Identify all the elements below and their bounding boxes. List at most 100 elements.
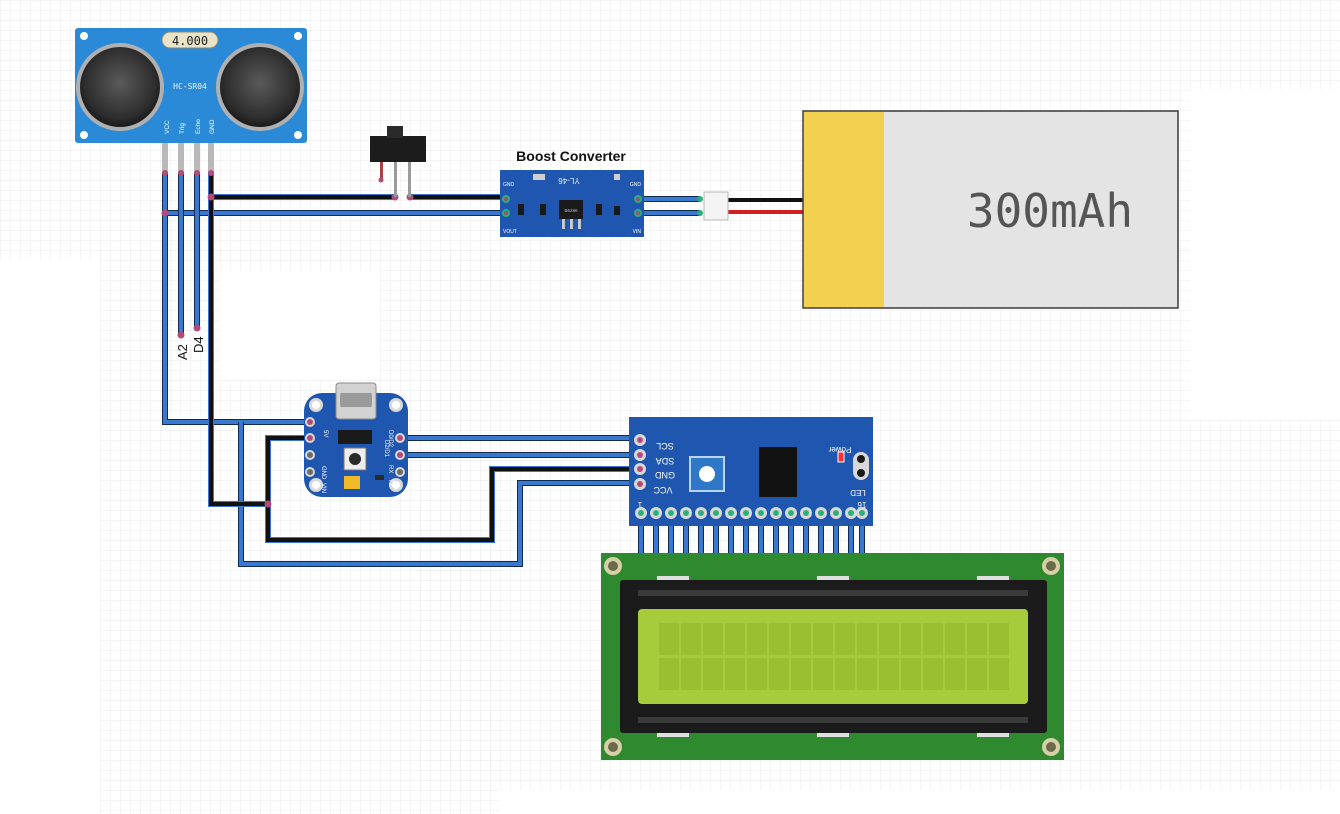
i2c-backpack[interactable]: SCL SDA GND VCC 1 16 Power LED xyxy=(629,417,873,526)
lcd-character-cell xyxy=(989,623,1009,655)
lcd-character-cell xyxy=(703,658,723,690)
lcd-character-cell xyxy=(659,658,679,690)
lcd-character-cell xyxy=(659,623,679,655)
i2c-pin-scl[interactable] xyxy=(637,437,643,443)
lcd-character-cell xyxy=(923,658,943,690)
micro-pin-label-d0: D0/D2 xyxy=(387,430,393,448)
lcd-header-pin-contact xyxy=(773,510,779,516)
ultrasonic-sensor[interactable]: 4.000 HC-SR04 VCC Trig Echo GND xyxy=(75,28,307,176)
lcd-display[interactable] xyxy=(601,512,1064,760)
micro-pin-sda[interactable] xyxy=(397,452,403,458)
power-led-label: Power xyxy=(828,445,851,454)
wires xyxy=(161,172,804,567)
boost-model: YL-46 xyxy=(558,176,580,185)
lcd-character-cell xyxy=(835,623,855,655)
sensor-pin-gnd-label: GND xyxy=(209,119,216,134)
battery-connector[interactable] xyxy=(703,191,729,221)
lcd-character-cell xyxy=(967,658,987,690)
lcd-character-cell xyxy=(857,623,877,655)
i2c-pin16-label: 16 xyxy=(857,500,866,509)
boost-chip-label: B6286 xyxy=(564,208,578,213)
i2c-pin1-label: 1 xyxy=(637,500,642,509)
lcd-character-cell xyxy=(747,658,767,690)
sensor-pin-vcc-label: VCC xyxy=(164,120,171,134)
trig-wire-label: A2 xyxy=(175,344,190,360)
lcd-header-pin-contact xyxy=(638,510,644,516)
grid-gap-2 xyxy=(1190,90,1340,420)
i2c-pin-label-vcc: VCC xyxy=(653,485,673,495)
led-jumper-label: LED xyxy=(850,488,866,497)
lcd-header-pin-contact xyxy=(788,510,794,516)
sensor-pin-gnd[interactable] xyxy=(208,143,214,173)
micro-pin-gnd[interactable] xyxy=(307,435,313,441)
lcd-character-cell xyxy=(989,658,1009,690)
lcd-character-cell xyxy=(879,658,899,690)
micro-pin-label-5v: 5V xyxy=(322,430,328,437)
lcd-header-pin-contact xyxy=(833,510,839,516)
boost-chip xyxy=(559,200,583,219)
micro-pin-label-d2: D2/D1 xyxy=(383,440,389,458)
lcd-character-cell xyxy=(923,623,943,655)
slide-switch[interactable] xyxy=(370,126,426,197)
lcd-character-cell xyxy=(725,623,745,655)
micro-pin-label-tx: TX xyxy=(387,479,393,487)
i2c-chip xyxy=(759,447,797,497)
lcd-header-pin-contact xyxy=(728,510,734,516)
microcontroller-board[interactable]: 5V GND VIN D0/D2 D2/D1 RX TX xyxy=(304,382,408,497)
lcd-header-pin-contact xyxy=(859,510,865,516)
sensor-mount-hole xyxy=(80,32,88,40)
sensor-pin-trig[interactable] xyxy=(178,143,184,173)
grid-gap-1 xyxy=(0,260,100,814)
lcd-header-pin-contact xyxy=(803,510,809,516)
crystal-oscillator xyxy=(161,31,219,49)
sensor-model: HC-SR04 xyxy=(173,82,207,91)
sensor-pin-echo-label: Echo xyxy=(195,119,202,134)
sensor-pin-echo[interactable] xyxy=(194,143,200,173)
lcd-header-pin-contact xyxy=(653,510,659,516)
lcd-character-cells xyxy=(659,623,1009,690)
boost-left-top-pin: GND xyxy=(503,182,515,188)
i2c-pin-label-sda: SDA xyxy=(656,456,675,466)
lcd-header-pin-contact xyxy=(698,510,704,516)
i2c-pin-vcc[interactable] xyxy=(637,481,643,487)
micro-pin-5v[interactable] xyxy=(307,419,313,425)
lcd-character-cell xyxy=(725,658,745,690)
lcd-character-cell xyxy=(813,658,833,690)
boost-inductor xyxy=(533,174,545,180)
switch-actuator[interactable] xyxy=(387,126,403,138)
micro-pin-label-gnd: GND xyxy=(320,466,326,480)
battery-capacity-label: 300mAh xyxy=(967,184,1133,238)
lcd-header-pin-contact xyxy=(818,510,824,516)
boost-right-top-pin: GND xyxy=(630,182,642,188)
grid-gap-3 xyxy=(220,270,380,380)
lcd-character-cell xyxy=(813,623,833,655)
micro-pin-scl[interactable] xyxy=(397,435,403,441)
sensor-pin-trig-label: Trig xyxy=(179,123,186,134)
lcd-character-cell xyxy=(747,623,767,655)
boost-left-bottom-pin: VOUT xyxy=(503,229,517,235)
lcd-character-cell xyxy=(791,623,811,655)
lcd-header-pin-contact xyxy=(713,510,719,516)
lcd-character-cell xyxy=(879,623,899,655)
battery[interactable]: 300mAh xyxy=(697,110,1179,309)
i2c-pin-sda[interactable] xyxy=(637,452,643,458)
lcd-character-cell xyxy=(901,623,921,655)
sensor-pin-vcc[interactable] xyxy=(162,143,168,173)
boost-right-bottom-pin: VIN xyxy=(633,229,642,235)
boost-converter[interactable]: Boost Converter GND VOUT GND VIN YL-46 B… xyxy=(500,148,644,237)
lcd-character-cell xyxy=(769,623,789,655)
lcd-header-pin-contact xyxy=(848,510,854,516)
micro-pin-label-vin: VIN xyxy=(320,483,326,493)
capacitor xyxy=(344,476,360,489)
lcd-character-cell xyxy=(945,658,965,690)
lcd-header-pin-contact xyxy=(683,510,689,516)
lcd-character-cell xyxy=(703,623,723,655)
lcd-character-cell xyxy=(681,623,701,655)
micro-pin-label-rx: RX xyxy=(387,465,393,473)
lcd-character-cell xyxy=(769,658,789,690)
i2c-pin-gnd[interactable] xyxy=(637,466,643,472)
power-led xyxy=(837,451,845,463)
lcd-header-pin-contact xyxy=(668,510,674,516)
sensor-readout: 4.000 xyxy=(172,34,208,48)
